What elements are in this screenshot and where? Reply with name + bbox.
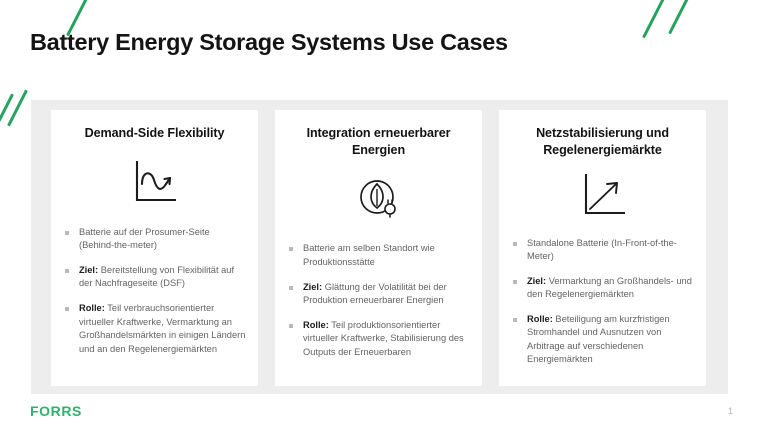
bullet-label: Ziel: xyxy=(303,281,323,292)
card-title: Demand-Side Flexibility xyxy=(84,126,225,140)
bullet-text: Batterie auf der Prosumer-Seite (Behind-… xyxy=(79,226,210,251)
list-item: Ziel: Bereitstellung von Flexibilität au… xyxy=(62,264,247,291)
card-bullet-list: Standalone Batterie (In-Front-of-the-Met… xyxy=(510,237,695,379)
bullet-label: Rolle: xyxy=(527,313,553,324)
list-item: Batterie am selben Standort wie Produkti… xyxy=(286,242,471,269)
card-title: Integration erneuerbarer Energien xyxy=(306,126,451,157)
page-title: Battery Energy Storage Systems Use Cases xyxy=(30,29,508,55)
bullet-square-icon xyxy=(289,285,293,290)
list-item: Rolle: Teil verbrauchsorientierter virtu… xyxy=(62,302,247,356)
bullet-text: Vermarktung an Großhandels- und den Rege… xyxy=(527,275,692,300)
bullet-text: Teil produktionsorientierter virtueller … xyxy=(303,319,464,357)
bullet-text: Glättung der Volatilität bei der Produkt… xyxy=(303,281,447,306)
bullet-text: Teil verbrauchsorientierter virtueller K… xyxy=(79,302,246,354)
rising-arrow-chart-icon xyxy=(510,166,695,226)
page-number: 1 xyxy=(727,406,733,416)
bullet-text: Batterie am selben Standort wie Produkti… xyxy=(303,243,435,268)
decor-slash-top-right-1 xyxy=(642,0,665,39)
bullet-square-icon xyxy=(513,279,517,284)
bullet-square-icon xyxy=(513,241,517,246)
leaf-plug-circle-icon xyxy=(286,166,471,232)
bullet-square-icon xyxy=(289,247,293,252)
list-item: Standalone Batterie (In-Front-of-the-Met… xyxy=(510,237,695,264)
card-title: Netzstabilisierung und Regelenergiemärkt… xyxy=(536,126,669,157)
bullet-square-icon xyxy=(65,268,69,273)
wave-chart-arrow-icon xyxy=(62,150,247,216)
bullet-text: Beteiligung am kurzfristigen Stromhandel… xyxy=(527,313,670,365)
bullet-text: Bereitstellung von Flexibilität auf der … xyxy=(79,264,235,289)
use-case-card-integration-erneuerbarer-energien: Integration erneuerbarer Energien Batter… xyxy=(275,110,482,386)
card-bullet-list: Batterie auf der Prosumer-Seite (Behind-… xyxy=(62,226,247,378)
brand-logo: FORRS xyxy=(30,403,82,419)
list-item: Rolle: Teil produktionsorientierter virt… xyxy=(286,319,471,360)
bullet-label: Rolle: xyxy=(79,302,105,313)
bullet-label: Rolle: xyxy=(303,319,329,330)
list-item: Batterie auf der Prosumer-Seite (Behind-… xyxy=(62,226,247,253)
bullet-label: Ziel: xyxy=(527,275,547,286)
bullet-label: Ziel: xyxy=(79,264,99,275)
bullet-square-icon xyxy=(289,323,293,328)
use-case-card-netzstabilisierung-regelenergiemaerkte: Netzstabilisierung und Regelenergiemärkt… xyxy=(499,110,706,386)
list-item: Ziel: Glättung der Volatilität bei der P… xyxy=(286,281,471,308)
list-item: Rolle: Beteiligung am kurzfristigen Stro… xyxy=(510,313,695,367)
card-bullet-list: Batterie am selben Standort wie Produkti… xyxy=(286,242,471,378)
decor-slash-top-right-2 xyxy=(668,0,691,35)
bullet-square-icon xyxy=(65,230,69,235)
bullet-square-icon xyxy=(65,306,69,311)
use-case-card-demand-side-flexibility: Demand-Side Flexibility Batterie auf der… xyxy=(51,110,258,386)
bullet-square-icon xyxy=(513,317,517,322)
list-item: Ziel: Vermarktung an Großhandels- und de… xyxy=(510,275,695,302)
use-case-card-row: Demand-Side Flexibility Batterie auf der… xyxy=(51,110,708,386)
bullet-text: Standalone Batterie (In-Front-of-the-Met… xyxy=(527,237,677,262)
